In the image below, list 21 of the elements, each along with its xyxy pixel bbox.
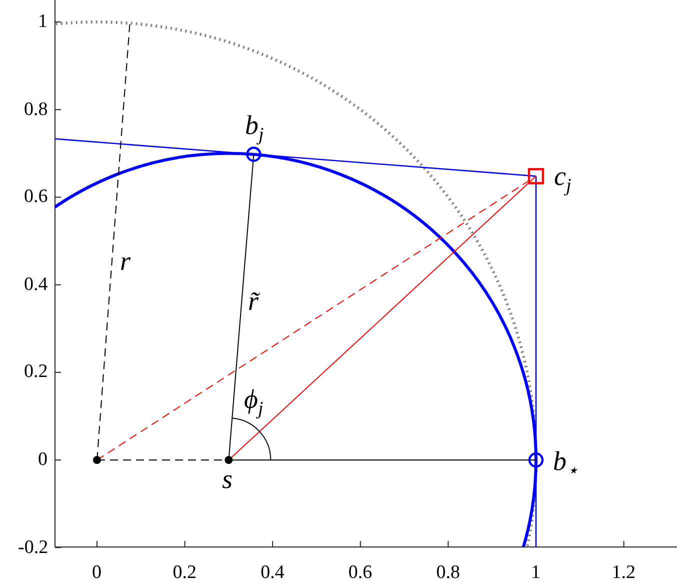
tick-label: 0.4 [24, 274, 48, 294]
length-label: r̃ [248, 288, 259, 315]
tick-label: 0.6 [24, 187, 48, 206]
tick-label: 0.2 [172, 563, 197, 582]
tick-label: 0 [92, 563, 102, 582]
tick-label: 0.4 [260, 563, 284, 582]
tick-label: 0 [38, 450, 48, 469]
point-label: b$_{j}$ [245, 112, 264, 144]
point-label: b$_{⋆}$ [553, 448, 578, 480]
point-label: s [222, 466, 233, 493]
tick-label: 0.2 [24, 362, 48, 382]
tick-label: 1 [531, 563, 540, 582]
point-label: c$_{j}$ [554, 163, 572, 196]
tick-label: -0.2 [18, 538, 48, 557]
length-label: r [120, 248, 131, 275]
tick-label: 0.8 [436, 563, 460, 582]
tick-label: 1.2 [612, 563, 636, 582]
tick-label: 1 [38, 12, 48, 31]
angle-label: ϕ$_{j}$ [244, 386, 264, 418]
tick-label: 0.8 [24, 100, 48, 119]
tick-label: 0.6 [348, 563, 372, 582]
